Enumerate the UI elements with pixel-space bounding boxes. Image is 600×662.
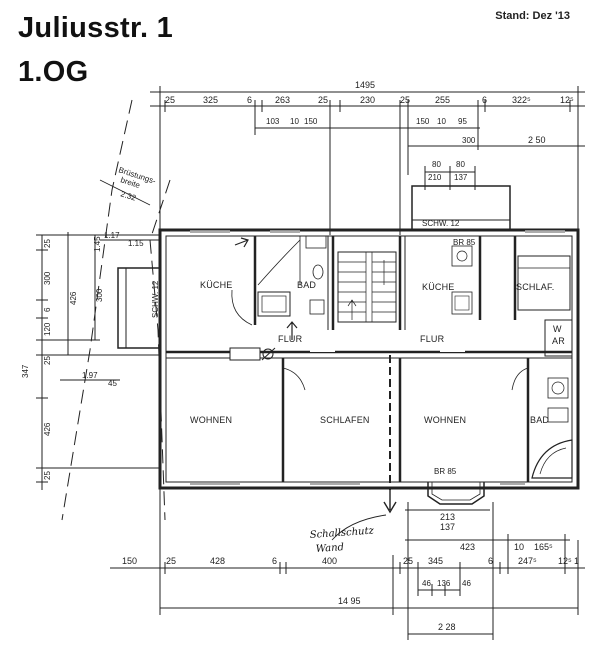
dim-bottom-sub-2: 46 xyxy=(462,579,471,588)
dim-top-total: 1495 xyxy=(355,80,375,90)
room-flur-left: FLUR xyxy=(278,334,303,344)
dim-bottom-4: 400 xyxy=(322,556,337,566)
dim-top-80a: 80 xyxy=(432,160,441,169)
bathtub-right xyxy=(531,439,573,479)
washbasin-right xyxy=(547,377,569,399)
balcony-left xyxy=(117,267,161,349)
dim-bottom-7: 6 xyxy=(488,556,493,566)
dim-left-115: 1.15 xyxy=(128,239,144,248)
dim-top-6: 25 xyxy=(400,95,410,105)
dim-left-117: 1.17 xyxy=(104,231,120,240)
dim-top-210: 210 xyxy=(428,173,442,182)
dim-top-1: 325 xyxy=(203,95,218,105)
dim-top-80b: 80 xyxy=(456,160,465,169)
dim-top-sub-0: 103 xyxy=(266,117,280,126)
room-ar: AR xyxy=(552,336,565,346)
room-bad-left: BAD xyxy=(297,280,316,290)
room-kueche-left: KÜCHE xyxy=(200,280,233,290)
dim-top-sub-1: 10 xyxy=(290,117,299,126)
dim-top-sub-4: 10 xyxy=(437,117,446,126)
toilet-left xyxy=(312,264,324,280)
dim-top-3: 263 xyxy=(275,95,290,105)
dim-bottom-sub-1: 136 xyxy=(437,579,451,588)
page-title: Juliusstr. 1 xyxy=(18,12,174,44)
dim-left-1: 300 xyxy=(43,271,52,285)
dim-bottom-2: 428 xyxy=(210,556,225,566)
floor-label: 1.OG xyxy=(18,56,89,88)
room-schlafen: SCHLAFEN xyxy=(320,415,370,425)
bed-right xyxy=(517,255,571,311)
room-bad-right: BAD xyxy=(530,415,549,425)
dim-left-5: 426 xyxy=(43,422,52,436)
dim-top-5: 230 xyxy=(360,95,375,105)
dim-top-4: 25 xyxy=(318,95,328,105)
stove-right xyxy=(451,245,473,267)
dim-top-sub-2: 150 xyxy=(304,117,318,126)
dim-bottom-total: 14 95 xyxy=(338,596,361,606)
bathtub-left xyxy=(257,291,291,317)
dim-bottom-1: 25 xyxy=(166,556,176,566)
room-wohnen-right: WOHNEN xyxy=(424,415,466,425)
room-flur-right: FLUR xyxy=(420,334,445,344)
dim-top-sub-3: 150 xyxy=(416,117,430,126)
dim-top-9: 322⁵ xyxy=(512,95,531,105)
dim-bottom-0: 150 xyxy=(122,556,137,566)
dim-top-2: 6 xyxy=(247,95,252,105)
dim-bottom-165: 165⁵ xyxy=(534,542,553,552)
dim-bottom-3: 6 xyxy=(272,556,277,566)
hand-note-schallschutz: Schallschutz xyxy=(309,525,374,540)
dim-top-300: 300 xyxy=(462,136,476,145)
inner-wall-line xyxy=(165,235,573,483)
side-note-value: 2.32 xyxy=(119,189,137,203)
dim-top-137: 137 xyxy=(454,173,468,182)
dim-top-7: 255 xyxy=(435,95,450,105)
dim-top-0: 25 xyxy=(165,95,175,105)
dim-left-300: 300 xyxy=(95,288,104,302)
dim-bottom-sub-0: 46 xyxy=(422,579,431,588)
staircase xyxy=(337,251,397,323)
balcony-top xyxy=(411,185,511,231)
dim-bottom-8: 247⁵ xyxy=(518,556,537,566)
dim-left-145: 1.45 xyxy=(93,236,102,252)
balcony-left-schw: SCHW. 12 xyxy=(151,280,160,318)
bay-window xyxy=(427,482,485,505)
dim-left-4: 25 xyxy=(43,356,52,365)
dim-left-426: 426 xyxy=(69,291,78,305)
dim-left-197: 1.97 xyxy=(82,371,98,380)
dim-bottom-10: 1 xyxy=(574,556,579,566)
dim-left-45: 45 xyxy=(108,379,117,388)
hand-note-wand: Wand xyxy=(315,542,344,555)
br-bottom: BR 85 xyxy=(434,467,457,476)
dim-bottom-10: 10 xyxy=(514,542,524,552)
outer-wall xyxy=(158,228,580,490)
dim-bottom-137: 137 xyxy=(440,522,455,532)
dim-top-8: 6 xyxy=(482,95,487,105)
room-w: W xyxy=(553,324,562,334)
dim-bottom-228: 2 28 xyxy=(438,622,456,632)
dim-bottom-5: 25 xyxy=(403,556,413,566)
br-top: BR 85 xyxy=(453,238,476,247)
room-schlaf-right: SCHLAF. xyxy=(516,282,554,292)
dim-left-6: 25 xyxy=(43,471,52,480)
room-kueche-right: KÜCHE xyxy=(422,282,455,292)
dim-bottom-213: 213 xyxy=(440,512,455,522)
dim-left-2: 6 xyxy=(43,307,52,312)
dim-bottom-9: 12⁵ xyxy=(558,556,572,566)
dim-left-347: 347 xyxy=(21,364,30,378)
dim-top-250: 2 50 xyxy=(528,135,546,145)
dim-top-10: 12⁵ xyxy=(560,95,574,105)
dim-left-3: 120 xyxy=(43,322,52,336)
dim-left-0: 25 xyxy=(43,239,52,248)
room-wohnen-left: WOHNEN xyxy=(190,415,232,425)
dim-bottom-6: 345 xyxy=(428,556,443,566)
stand-date: Stand: Dez '13 xyxy=(495,10,570,22)
dim-top-sub-5: 95 xyxy=(458,117,467,126)
dim-bottom-423: 423 xyxy=(460,542,475,552)
balcony-top-schw: SCHW. 12 xyxy=(422,219,460,228)
